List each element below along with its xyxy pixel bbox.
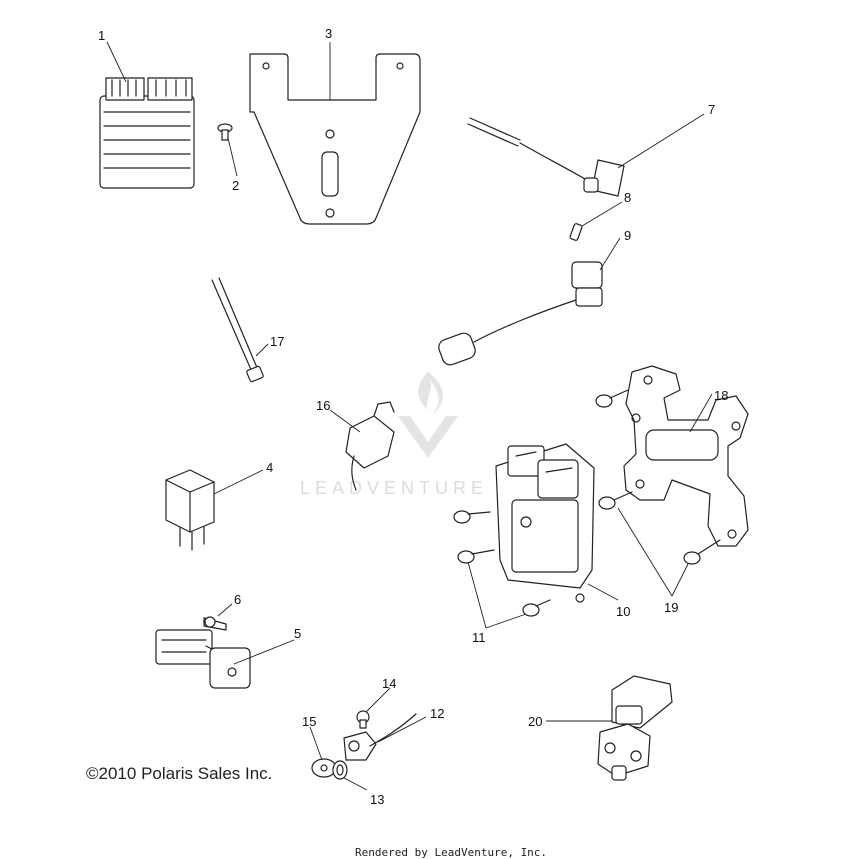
copyright-text: ©2010 Polaris Sales Inc. xyxy=(86,764,272,783)
part-1-voltage-regulator[interactable] xyxy=(99,77,195,189)
part-14-bolt[interactable] xyxy=(356,710,370,729)
callout-20: 20 xyxy=(528,714,542,729)
part-20-map-sensor[interactable] xyxy=(597,675,673,781)
callout-16: 16 xyxy=(316,398,330,413)
part-7-sensor[interactable] xyxy=(467,117,625,197)
callout-4: 4 xyxy=(266,460,273,475)
part-2-screw[interactable] xyxy=(217,123,233,141)
part-15-gasket[interactable] xyxy=(311,758,337,778)
callout-8: 8 xyxy=(624,190,631,205)
watermark-v-icon xyxy=(398,416,458,458)
part-11-screws[interactable] xyxy=(453,510,551,617)
callout-12: 12 xyxy=(430,706,444,721)
callout-11: 11 xyxy=(472,630,486,645)
callout-7: 7 xyxy=(708,102,715,117)
leader-lines xyxy=(106,41,713,791)
part-10-ecu[interactable] xyxy=(495,443,595,603)
callout-5: 5 xyxy=(294,626,301,641)
part-13-o-ring[interactable] xyxy=(332,760,348,780)
watermark-flame-icon xyxy=(418,372,443,414)
callout-1: 1 xyxy=(98,28,105,43)
part-19-screws[interactable] xyxy=(595,389,721,565)
part-8-pin[interactable] xyxy=(569,223,583,241)
part-5-connector-harness[interactable] xyxy=(155,629,251,689)
watermark: LEADVENTURE xyxy=(300,372,488,498)
callout-19: 19 xyxy=(664,600,678,615)
callout-9: 9 xyxy=(624,228,631,243)
callout-numbers: 1 2 3 4 5 6 7 8 9 10 11 12 13 14 15 16 1… xyxy=(98,26,728,807)
callout-13: 13 xyxy=(370,792,384,807)
callout-6: 6 xyxy=(234,592,241,607)
callout-14: 14 xyxy=(382,676,396,691)
part-3-mounting-bracket[interactable] xyxy=(249,53,421,225)
part-6-pin[interactable] xyxy=(203,616,227,631)
callout-3: 3 xyxy=(325,26,332,41)
callout-10: 10 xyxy=(616,604,630,619)
part-18-ecu-bracket[interactable] xyxy=(623,365,749,547)
callout-18: 18 xyxy=(714,388,728,403)
callout-15: 15 xyxy=(302,714,316,729)
rendered-by-footer: Rendered by LeadVenture, Inc. xyxy=(355,846,547,859)
part-16-relay-clip[interactable] xyxy=(345,401,395,491)
callout-2: 2 xyxy=(232,178,239,193)
watermark-text: LEADVENTURE xyxy=(300,478,488,498)
part-9-sensor-harness[interactable] xyxy=(437,261,603,367)
callout-17: 17 xyxy=(270,334,284,349)
part-17-long-bolt[interactable] xyxy=(211,277,264,383)
part-4-relay[interactable] xyxy=(165,469,215,551)
part-12-sensor-wire[interactable] xyxy=(343,713,417,761)
